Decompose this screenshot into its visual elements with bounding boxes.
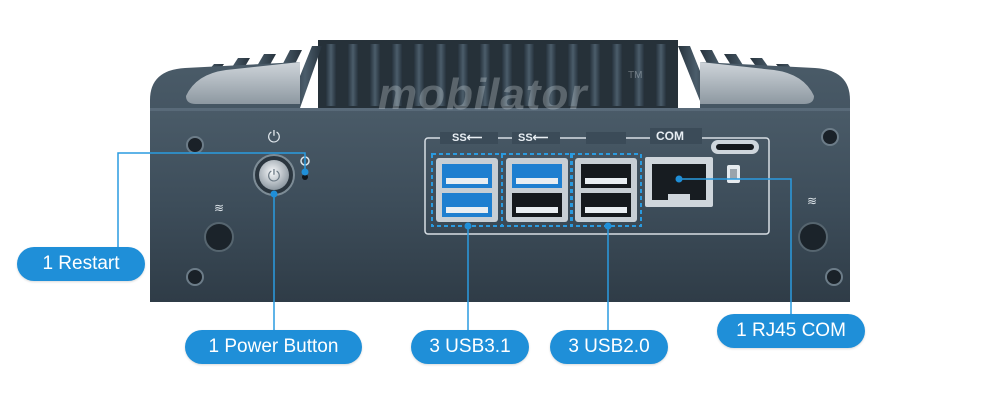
wifi-antenna-right: ≋: [798, 194, 828, 252]
brand-watermark: mobilator: [378, 70, 588, 119]
usb3-label-2: SS⟵: [518, 132, 549, 144]
chassis: [150, 62, 850, 302]
trademark-mark: TM: [628, 70, 643, 81]
usb-stack-2[interactable]: [506, 158, 568, 222]
usb3-label-1: SS⟵: [452, 132, 483, 144]
usb31-stack-1[interactable]: [436, 158, 498, 222]
leader-lines: [117, 152, 792, 332]
usb20-callout: 3 USB2.0: [550, 330, 668, 364]
usb20-stack[interactable]: [575, 158, 637, 222]
power-button[interactable]: ⏻ ⏻: [253, 127, 295, 196]
usb31-callout: 3 USB3.1: [411, 330, 529, 364]
com-label: COM: [656, 129, 684, 143]
svg-text:⏻: ⏻: [268, 127, 281, 146]
wifi-antenna-left: ≋: [204, 201, 234, 252]
svg-text:⏻: ⏻: [268, 166, 281, 185]
typec-port[interactable]: [711, 140, 759, 154]
svg-text:≋: ≋: [214, 201, 224, 215]
io-ports-panel: [424, 128, 770, 235]
restart-callout: 1 Restart: [17, 247, 145, 281]
svg-text:≋: ≋: [807, 194, 817, 208]
sim-slot: [727, 165, 740, 183]
rj45-com-callout: 1 RJ45 COM: [717, 314, 865, 348]
chassis-screws: [186, 128, 843, 286]
power-button-callout: 1 Power Button: [185, 330, 362, 364]
